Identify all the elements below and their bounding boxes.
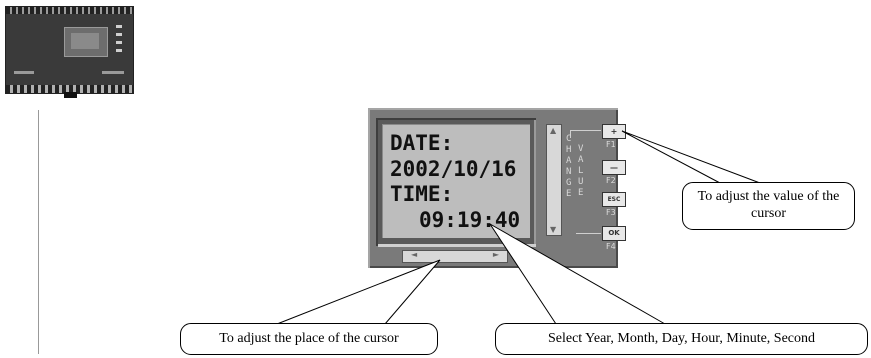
scroll-down-icon[interactable]: ▼ [550, 225, 557, 234]
callout-adjust-value-text: To adjust the value of the cursor [697, 189, 840, 221]
f2-caption: F2 [606, 176, 616, 185]
callout-adjust-value: To adjust the value of the cursor [682, 182, 855, 230]
vertical-scrollbar[interactable]: ▲ ▼ [546, 124, 562, 236]
scroll-left-icon[interactable]: ◄ [411, 250, 418, 259]
lcd-line-time-label: TIME: [390, 182, 454, 206]
f4-caption: F4 [606, 242, 616, 251]
change-label: CHANGE [566, 134, 572, 199]
f1-caption: F1 [606, 140, 616, 149]
callout-adjust-place: To adjust the place of the cursor [180, 323, 438, 355]
plc-mount-tab [64, 92, 77, 98]
f4-ok-button[interactable]: OK [602, 226, 626, 241]
terminal-strip-top [6, 7, 133, 14]
terminal-strip-bottom [6, 85, 133, 93]
horizontal-scrollbar[interactable]: ◄ ► [402, 250, 508, 263]
f3-esc-button[interactable]: ESC [602, 192, 626, 207]
margin-divider [38, 110, 39, 354]
f3-caption: F3 [606, 208, 616, 217]
lcd-line-date-value[interactable]: 2002/10/16 [390, 157, 517, 181]
lcd-screen [382, 124, 530, 238]
value-label: VALUE [578, 144, 584, 198]
lcd-bottom-edge [378, 244, 536, 247]
plc-device-thumbnail [5, 6, 134, 94]
f1-plus-button[interactable]: + [602, 124, 626, 139]
scroll-up-icon[interactable]: ▲ [550, 126, 557, 135]
lcd-line-time-value[interactable]: 09:19:40 [419, 208, 521, 232]
lcd-line-date-label: DATE: [390, 131, 454, 155]
thumbnail-display [64, 27, 108, 57]
callout-select-field: Select Year, Month, Day, Hour, Minute, S… [495, 323, 868, 355]
f2-minus-button[interactable]: — [602, 160, 626, 175]
scroll-right-icon[interactable]: ► [492, 250, 499, 259]
